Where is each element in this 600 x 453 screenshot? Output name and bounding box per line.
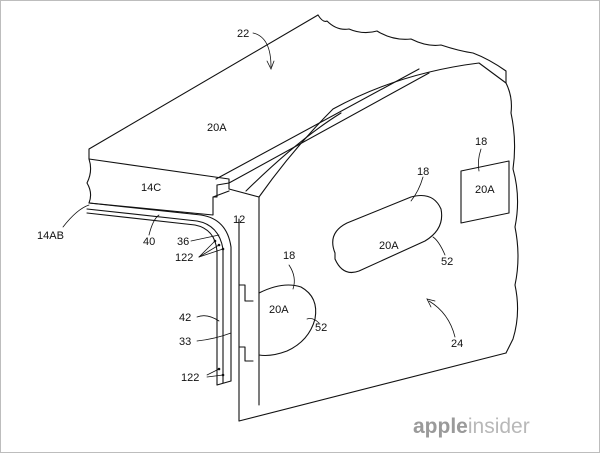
ref-14c: 14C	[141, 182, 161, 194]
opening-mid-20a	[332, 194, 443, 274]
dot-122-c	[221, 247, 225, 251]
dot-122-e	[221, 373, 225, 377]
dot-122-d	[217, 367, 221, 371]
inner-step-upper	[238, 284, 254, 302]
leader-52-mid	[432, 236, 446, 256]
side-face-bottom-edge	[238, 352, 507, 422]
leader-42	[196, 315, 220, 322]
ref-122-lower: 122	[181, 372, 199, 384]
leader-14ab	[62, 204, 90, 228]
ref-52-mid: 52	[441, 256, 453, 268]
leader-18-mid	[410, 176, 424, 202]
ref-20a-top: 20A	[207, 122, 227, 134]
ref-24: 24	[451, 338, 463, 350]
leader-40	[148, 214, 160, 236]
top-surface-front-edge	[88, 62, 507, 198]
top-ridge-line-3	[245, 112, 342, 192]
ref-18-right: 18	[475, 136, 487, 148]
ref-42: 42	[179, 312, 191, 324]
opening-left-20a	[258, 284, 317, 357]
ref-20a-mid: 20A	[379, 240, 399, 252]
dot-122-a	[213, 239, 217, 243]
leader-22	[252, 32, 272, 68]
top-surface-back-edge	[88, 14, 319, 160]
leader-122-lower-a	[206, 368, 220, 376]
leader-18-right	[477, 148, 482, 172]
dot-122-b	[217, 243, 221, 247]
arrow-22	[266, 60, 275, 70]
watermark-brand-bold: apple	[413, 415, 468, 438]
ref-18-left: 18	[283, 250, 295, 262]
watermark: appleinsider	[413, 415, 530, 438]
ref-18-mid: 18	[417, 166, 429, 178]
leader-52-left	[306, 318, 320, 324]
layer-outer-curve	[88, 202, 232, 382]
opening-right-20a	[460, 160, 510, 224]
leader-122-upper-a	[198, 240, 216, 258]
ref-14ab: 14AB	[37, 230, 64, 242]
ref-20a-right: 20A	[475, 184, 495, 196]
top-surface-rear-break	[317, 14, 507, 84]
ref-20a-left: 20A	[269, 304, 289, 316]
leader-24	[428, 300, 456, 338]
leader-122-upper-c	[198, 248, 224, 258]
layer-bottom-cap	[216, 380, 232, 386]
ref-52-left: 52	[315, 322, 327, 334]
leader-18-left	[288, 264, 295, 290]
ref-33: 33	[179, 336, 191, 348]
leader-33	[196, 332, 232, 342]
cover-step-notch	[212, 182, 230, 198]
side-face-right-break	[505, 82, 519, 354]
ref-40: 40	[143, 236, 155, 248]
top-ridge-line-2	[228, 72, 430, 184]
ref-22-top: 22	[237, 28, 249, 40]
arrow-24	[426, 298, 436, 308]
watermark-brand-light: insider	[468, 415, 530, 438]
leader-122-upper-b	[198, 244, 220, 258]
leader-36	[190, 234, 220, 242]
ref-36: 36	[177, 236, 189, 248]
leader-122-lower-b	[206, 374, 224, 378]
top-ridge-line-1	[215, 68, 420, 180]
ref-12: 12	[233, 214, 245, 226]
ref-122-upper: 122	[175, 252, 193, 264]
inner-step-lower	[238, 346, 254, 362]
